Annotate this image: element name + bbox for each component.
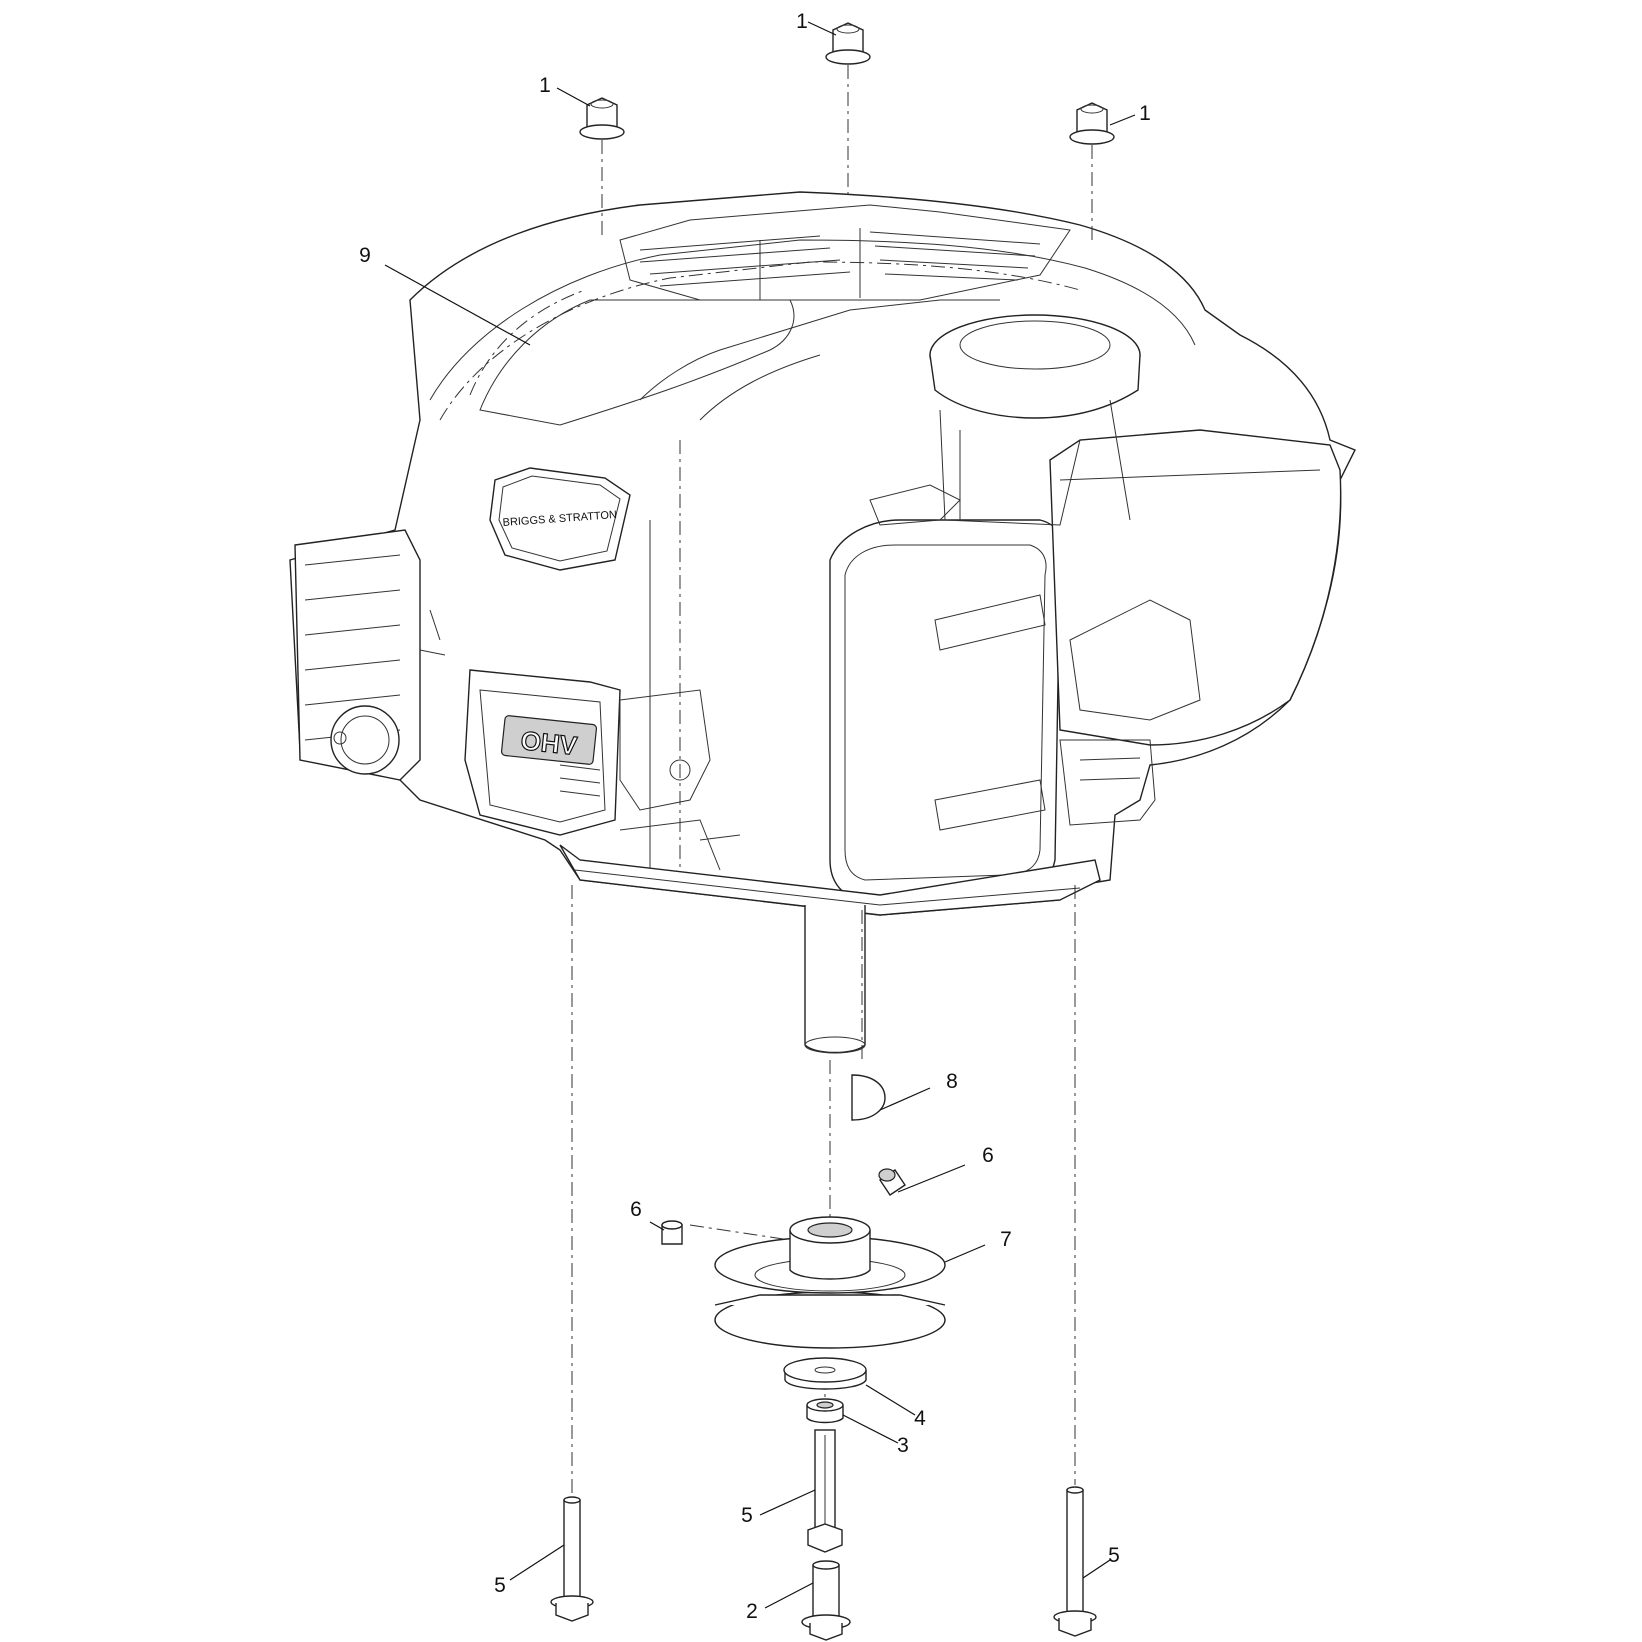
callout-1-top: 1: [796, 10, 808, 33]
callout-2: 2: [746, 1600, 758, 1623]
callout-9: 9: [359, 244, 371, 267]
mounting-bolt-right: [1053, 1486, 1097, 1637]
callout-6-left: 6: [630, 1198, 642, 1221]
callout-1-left: 1: [539, 74, 551, 97]
set-screw: [661, 1220, 683, 1245]
air-filter-housing: [829, 484, 1063, 901]
engine-assembly: BRIGGS & STRATTON OHV: [289, 191, 1356, 1054]
callout-5-center: 5: [741, 1504, 753, 1527]
woodruff-key: [851, 1074, 886, 1121]
washer: [783, 1357, 867, 1390]
callout-labels: 1 1 1 9 8 6 6 7 4 3 5 5 5 2: [359, 10, 1151, 1623]
flange-bolt: [801, 1560, 851, 1641]
valve-cover: OHV: [464, 669, 621, 836]
flange-nut: [825, 22, 871, 65]
callout-7: 7: [1000, 1228, 1012, 1251]
callout-4: 4: [914, 1407, 926, 1430]
valve-cover-text: OHV: [519, 725, 579, 761]
callout-8: 8: [946, 1070, 958, 1093]
set-screw: [878, 1168, 906, 1196]
flange-nut: [1069, 102, 1115, 145]
leader-lines: [384, 21, 1136, 1609]
center-lines: [571, 65, 1093, 1495]
flange-nut: [579, 97, 625, 140]
mounting-bolt-left: [550, 1496, 594, 1622]
center-bolt: [807, 1429, 843, 1553]
v-pulley: [714, 1216, 946, 1349]
grille-slots: [639, 228, 1041, 300]
brand-logo: BRIGGS & STRATTON: [489, 467, 631, 571]
callout-5-right: 5: [1108, 1544, 1120, 1567]
callout-5-left: 5: [494, 1574, 506, 1597]
crankshaft: [804, 905, 866, 1054]
recoil-housing: [294, 529, 446, 781]
callout-6-right: 6: [982, 1144, 994, 1167]
fuel-tank: [929, 314, 1342, 746]
callout-1-right: 1: [1139, 102, 1151, 125]
callout-3: 3: [897, 1434, 909, 1457]
spacer: [806, 1398, 844, 1424]
